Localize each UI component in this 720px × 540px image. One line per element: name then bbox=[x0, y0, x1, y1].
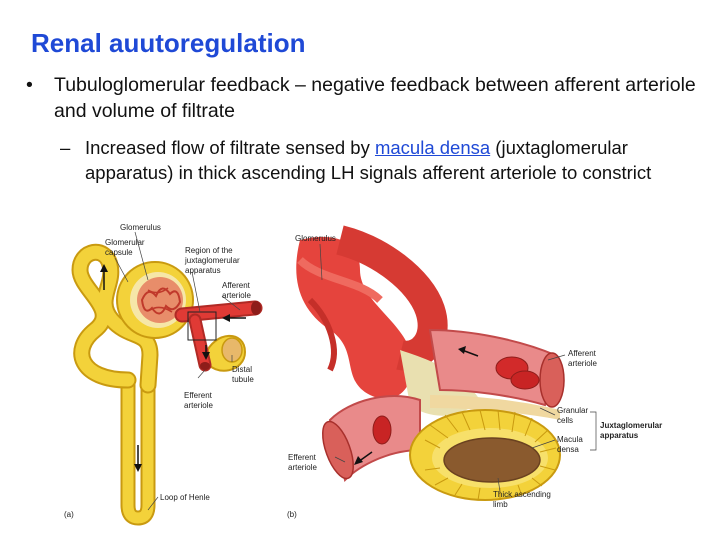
label-a-efferent-1: Efferent bbox=[184, 391, 213, 400]
bullet-text: Tubuloglomerular feedback – negative fee… bbox=[54, 74, 696, 122]
label-b-thick-2: limb bbox=[493, 500, 508, 509]
nephron-illustration-a bbox=[71, 231, 263, 526]
label-b-macula-1: Macula bbox=[557, 435, 583, 444]
label-a-capsule-1: Glomerular bbox=[105, 238, 145, 247]
sub-bullet-prefix: Increased flow of filtrate sensed by bbox=[85, 137, 375, 158]
label-b-glomerulus: Glomerulus bbox=[295, 234, 336, 243]
panel-label-b: (b) bbox=[287, 510, 297, 519]
label-a-glomerulus: Glomerulus bbox=[120, 223, 161, 232]
label-b-efferent-1: Efferent bbox=[288, 453, 317, 462]
label-b-granular-1: Granular bbox=[557, 406, 588, 415]
bullet-marker: • bbox=[26, 74, 33, 96]
label-a-distal-1: Distal bbox=[232, 365, 252, 374]
label-b-afferent-2: arteriole bbox=[568, 359, 597, 368]
label-b-jga-1: Juxtaglomerular bbox=[600, 421, 662, 430]
label-a-distal-2: tubule bbox=[232, 375, 254, 384]
label-b-granular-2: cells bbox=[557, 416, 573, 425]
label-b-jga-2: apparatus bbox=[600, 431, 639, 440]
label-b-efferent-2: arteriole bbox=[288, 463, 317, 472]
jga-illustration-b bbox=[296, 225, 597, 501]
label-a-region-3: apparatus bbox=[185, 266, 221, 275]
slide-title: Renal auutoregulation bbox=[31, 28, 306, 58]
sub-bullet-marker: – bbox=[60, 137, 71, 158]
label-a-afferent-2: arteriole bbox=[222, 291, 251, 300]
sub-bullet-suffix: (juxtaglomerular apparatus) in thick asc… bbox=[85, 137, 652, 183]
label-a-afferent-1: Afferent bbox=[222, 281, 251, 290]
sub-bullet-text: Increased flow of filtrate sensed by mac… bbox=[85, 135, 685, 185]
label-a-loop-of-henle: Loop of Henle bbox=[160, 493, 210, 502]
label-a-region-1: Region of the bbox=[185, 246, 233, 255]
label-a-region-2: juxtaglomerular bbox=[184, 256, 240, 265]
label-b-macula-2: densa bbox=[557, 445, 579, 454]
panel-label-a: (a) bbox=[64, 510, 74, 519]
label-a-capsule-2: capsule bbox=[105, 248, 133, 257]
macula-densa-link[interactable]: macula densa bbox=[374, 137, 491, 158]
label-b-thick-1: Thick ascending bbox=[493, 490, 551, 499]
label-a-efferent-2: arteriole bbox=[184, 401, 213, 410]
label-b-afferent-1: Afferent bbox=[568, 349, 597, 358]
